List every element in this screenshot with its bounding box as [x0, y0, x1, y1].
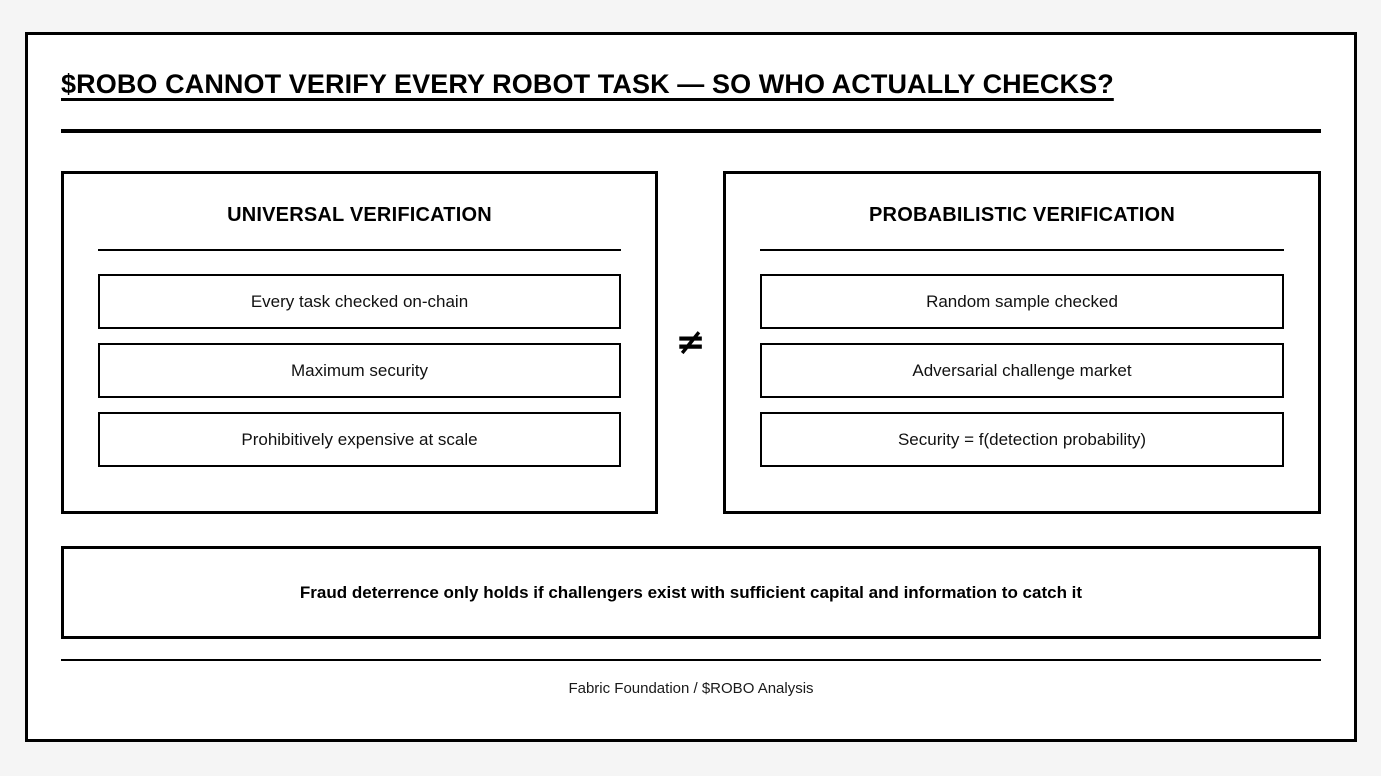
- slide-frame: $ROBO CANNOT VERIFY EVERY ROBOT TASK — S…: [25, 32, 1357, 742]
- page-title: $ROBO CANNOT VERIFY EVERY ROBOT TASK — S…: [61, 69, 1114, 99]
- list-item: Random sample checked: [760, 274, 1284, 329]
- panel-item-list-universal: Every task checked on-chain Maximum secu…: [98, 274, 621, 467]
- panel-probabilistic-verification: PROBABILISTIC VERIFICATION Random sample…: [723, 171, 1321, 514]
- footer-source: Fabric Foundation / $ROBO Analysis: [568, 680, 814, 697]
- list-item: Security = f(detection probability): [760, 412, 1284, 467]
- callout-box: Fraud deterrence only holds if challenge…: [61, 546, 1321, 639]
- panel-heading-probabilistic: PROBABILISTIC VERIFICATION: [869, 204, 1175, 226]
- list-item: Adversarial challenge market: [760, 343, 1284, 398]
- not-equal-icon: ≠: [675, 321, 706, 363]
- panel-universal-verification: UNIVERSAL VERIFICATION Every task checke…: [61, 171, 658, 514]
- footer-divider: [61, 659, 1321, 661]
- list-item: Prohibitively expensive at scale: [98, 412, 621, 467]
- panel-heading-divider: [98, 249, 621, 251]
- page-title-wrapper: $ROBO CANNOT VERIFY EVERY ROBOT TASK — S…: [61, 69, 1321, 100]
- list-item: Every task checked on-chain: [98, 274, 621, 329]
- panel-heading-universal: UNIVERSAL VERIFICATION: [227, 204, 492, 226]
- slide-content: $ROBO CANNOT VERIFY EVERY ROBOT TASK — S…: [28, 35, 1354, 739]
- title-divider: [61, 129, 1321, 133]
- panel-item-list-probabilistic: Random sample checked Adversarial challe…: [760, 274, 1284, 467]
- comparison-columns: UNIVERSAL VERIFICATION Every task checke…: [61, 171, 1321, 514]
- list-item: Maximum security: [98, 343, 621, 398]
- panel-heading-divider: [760, 249, 1284, 251]
- comparison-operator-cell: ≠: [658, 171, 723, 514]
- callout-text: Fraud deterrence only holds if challenge…: [299, 582, 1083, 602]
